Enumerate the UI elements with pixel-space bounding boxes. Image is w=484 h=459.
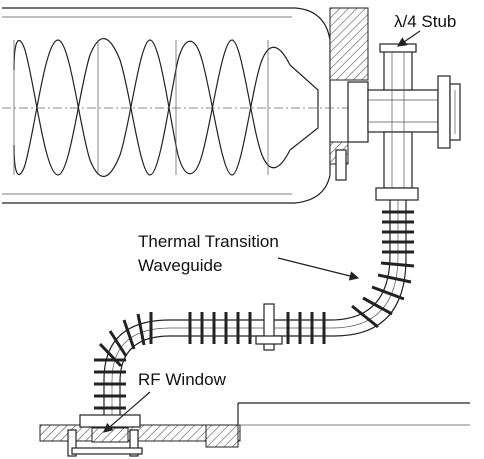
cavity-vessel (2, 7, 430, 204)
thermal-label-line1: Thermal Transition (138, 232, 279, 251)
quarter-wave-stub (375, 43, 419, 201)
thermal-callout: Thermal Transition Waveguide (138, 232, 360, 281)
rf-window (67, 414, 143, 457)
stub-label: λ/4 Stub (394, 12, 456, 31)
stub-callout: λ/4 Stub (394, 12, 456, 47)
waveguide-clamp (255, 303, 283, 351)
thermal-label-line2: Waveguide (138, 256, 222, 275)
coaxial-line (367, 75, 461, 149)
upper-flange (329, 7, 369, 181)
waveguide-ribs (94, 210, 415, 410)
rf-window-label: RF Window (138, 370, 227, 389)
rf-window-callout: RF Window (103, 370, 227, 433)
